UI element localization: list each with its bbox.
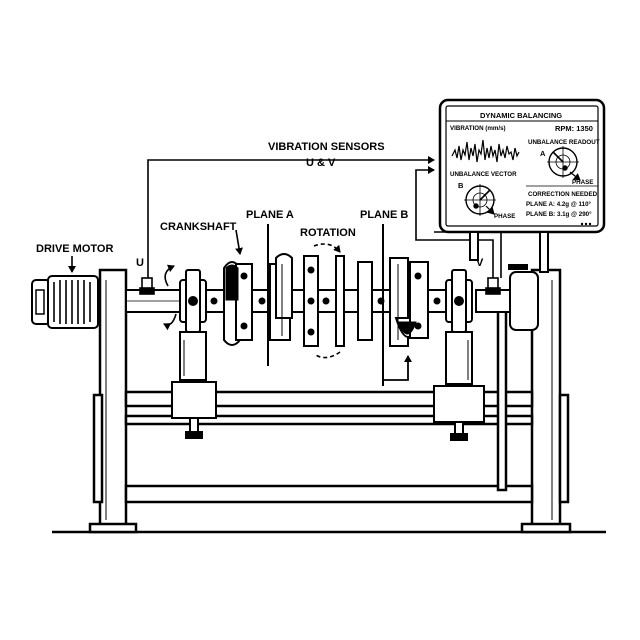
vector-b-label: B [458, 181, 464, 190]
drive-motor-label: DRIVE MOTOR [36, 243, 113, 255]
vibration-sensors-label: VIBRATION SENSORS [268, 141, 385, 153]
readout-phase-label: PHASE [572, 179, 593, 186]
balancing-monitor: DYNAMIC BALANCING VIBRATION (mm/s) RPM: … [438, 98, 606, 273]
drive-shaft [125, 271, 539, 331]
monitor-readout-label: UNBALANCE READOUT [528, 139, 600, 146]
monitor-rpm: RPM: 1350 [555, 124, 593, 133]
sensors-uv-label: U & V [306, 157, 336, 169]
monitor-title: DYNAMIC BALANCING [480, 111, 562, 120]
monitor-vibration-label: VIBRATION (mm/s) [450, 125, 506, 132]
right-bearing-stand [433, 269, 485, 441]
crankshaft [205, 253, 447, 347]
plane-b-label: PLANE B [360, 209, 408, 221]
crankshaft-label: CRANKSHAFT [160, 221, 237, 233]
machine-frame [88, 268, 572, 534]
sensor-u [139, 277, 155, 295]
drive-motor [31, 275, 99, 329]
crankshaft-arrow [235, 229, 243, 255]
monitor-vector-label: UNBALANCE VECTOR [450, 171, 517, 178]
unbalance-readout-plot [547, 146, 581, 181]
sensor-v-label: V [476, 257, 484, 269]
readout-a-label: A [540, 149, 546, 158]
rotation-label: ROTATION [300, 227, 356, 239]
plane-b-correction: PLANE B: 3.1g @ 290° [526, 211, 592, 218]
sensor-u-label: U [136, 257, 144, 269]
vibration-waveform [451, 139, 520, 163]
vector-phase-label: PHASE [494, 213, 515, 220]
plane-a-correction: PLANE A: 4.2g @ 110° [526, 201, 592, 208]
unbalance-vector-plot [464, 184, 496, 216]
correction-title: CORRECTION NEEDED [528, 191, 598, 198]
monitor-status-dots [580, 222, 592, 226]
rotation-arrows [163, 243, 341, 359]
left-bearing-stand [171, 269, 217, 439]
plane-b-arrow [383, 355, 412, 381]
plane-a-label: PLANE A [246, 209, 294, 221]
sensor-v [485, 277, 501, 295]
